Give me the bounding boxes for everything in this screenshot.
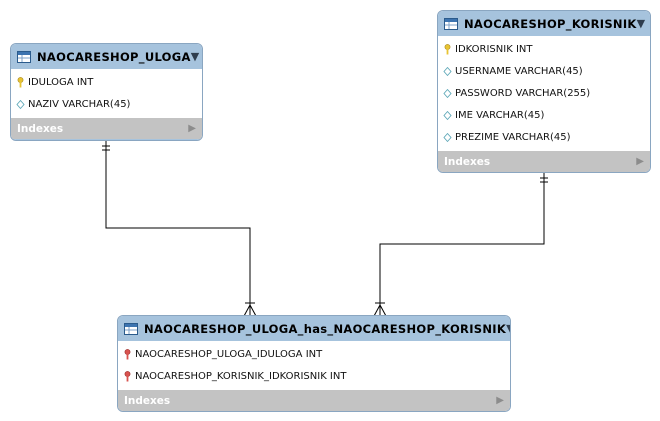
indexes-section[interactable]: Indexes ▶: [438, 151, 650, 172]
collapse-toggle-icon[interactable]: ▼: [190, 50, 200, 63]
table-icon: [17, 50, 31, 63]
expand-arrow-icon[interactable]: ▶: [496, 395, 504, 406]
attribute-diamond-icon: [443, 110, 452, 121]
attribute-diamond-icon: [443, 132, 452, 143]
column-row[interactable]: PREZIME VARCHAR(45): [438, 126, 650, 148]
column-label: USERNAME VARCHAR(45): [455, 65, 583, 77]
collapse-toggle-icon[interactable]: ▼: [506, 322, 510, 335]
table-korisnik[interactable]: NAOCARESHOP_KORISNIK ▼ IDKORISNIK INT US…: [437, 10, 651, 173]
column-row[interactable]: PASSWORD VARCHAR(255): [438, 82, 650, 104]
relationship-uloga-junction: [105, 141, 251, 316]
column-list: IDULOGA INT NAZIV VARCHAR(45): [11, 69, 202, 118]
indexes-label: Indexes: [124, 394, 171, 407]
column-row[interactable]: IME VARCHAR(45): [438, 104, 650, 126]
collapse-toggle-icon[interactable]: ▼: [636, 17, 646, 30]
table-title: NAOCARESHOP_ULOGA: [37, 49, 191, 64]
table-icon: [444, 17, 458, 30]
column-label: PREZIME VARCHAR(45): [455, 131, 571, 143]
attribute-diamond-icon: [443, 66, 452, 77]
table-footer: [11, 139, 202, 140]
column-row[interactable]: NAZIV VARCHAR(45): [11, 93, 202, 115]
table-header[interactable]: NAOCARESHOP_ULOGA_has_NAOCARESHOP_KORISN…: [118, 316, 510, 341]
table-title: NAOCARESHOP_ULOGA_has_NAOCARESHOP_KORISN…: [144, 321, 507, 336]
column-label: IDULOGA INT: [28, 76, 94, 88]
indexes-section[interactable]: Indexes ▶: [118, 390, 510, 411]
column-label: PASSWORD VARCHAR(255): [455, 87, 591, 99]
column-list: NAOCARESHOP_ULOGA_IDULOGA INT NAOCARESHO…: [118, 341, 510, 390]
column-label: NAZIV VARCHAR(45): [28, 98, 131, 110]
column-list: IDKORISNIK INT USERNAME VARCHAR(45) PASS…: [438, 36, 650, 151]
expand-arrow-icon[interactable]: ▶: [188, 123, 196, 134]
expand-arrow-icon[interactable]: ▶: [636, 156, 644, 167]
table-junction[interactable]: NAOCARESHOP_ULOGA_has_NAOCARESHOP_KORISN…: [117, 315, 511, 412]
attribute-diamond-icon: [443, 88, 452, 99]
foreign-key-icon: [123, 370, 132, 382]
column-label: IME VARCHAR(45): [455, 109, 545, 121]
table-icon: [124, 322, 138, 335]
table-header[interactable]: NAOCARESHOP_ULOGA ▼: [11, 44, 202, 69]
column-row[interactable]: NAOCARESHOP_KORISNIK_IDKORISNIK INT: [118, 365, 510, 387]
table-title: NAOCARESHOP_KORISNIK: [464, 16, 637, 31]
primary-key-icon: [16, 76, 25, 88]
indexes-label: Indexes: [444, 155, 491, 168]
column-row[interactable]: IDKORISNIK INT: [438, 38, 650, 60]
column-label: NAOCARESHOP_ULOGA_IDULOGA INT: [135, 348, 323, 360]
column-row[interactable]: NAOCARESHOP_ULOGA_IDULOGA INT: [118, 343, 510, 365]
table-footer: [438, 172, 650, 173]
indexes-label: Indexes: [17, 122, 64, 135]
table-footer: [118, 411, 510, 412]
column-row[interactable]: IDULOGA INT: [11, 71, 202, 93]
table-uloga[interactable]: NAOCARESHOP_ULOGA ▼ IDULOGA INT NAZIV VA…: [10, 43, 203, 141]
attribute-diamond-icon: [16, 99, 25, 110]
foreign-key-icon: [123, 348, 132, 360]
relationship-korisnik-junction: [379, 173, 545, 316]
table-header[interactable]: NAOCARESHOP_KORISNIK ▼: [438, 11, 650, 36]
indexes-section[interactable]: Indexes ▶: [11, 118, 202, 139]
primary-key-icon: [443, 43, 452, 55]
column-label: IDKORISNIK INT: [455, 43, 533, 55]
column-label: NAOCARESHOP_KORISNIK_IDKORISNIK INT: [135, 370, 347, 382]
column-row[interactable]: USERNAME VARCHAR(45): [438, 60, 650, 82]
